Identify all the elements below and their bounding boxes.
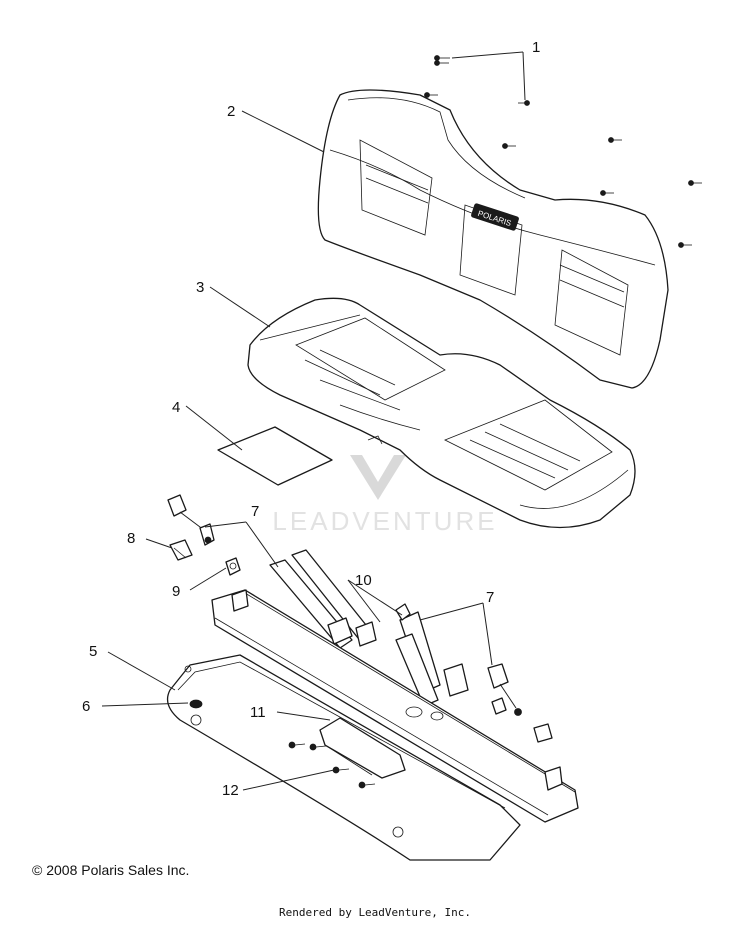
callout-3: 3 (196, 279, 204, 296)
polaris-logo-badge (471, 203, 519, 231)
seat-belt-buckle-right (487, 663, 553, 743)
nut (225, 557, 241, 576)
fasteners (288, 741, 376, 789)
seat-pad (217, 426, 333, 486)
callout-6: 6 (82, 698, 90, 715)
callout-2: 2 (227, 103, 235, 120)
bracket-edge (324, 744, 373, 776)
callout-10: 10 (355, 572, 372, 589)
callout-7-left: 7 (251, 503, 259, 520)
rendered-by-credit: Rendered by LeadVenture, Inc. (278, 906, 472, 919)
watermark-logo-icon (350, 455, 406, 500)
leadventure-watermark: LEADVENTURE (272, 455, 497, 536)
screws (424, 55, 702, 248)
callout-9: 9 (172, 583, 180, 600)
seat-frame (166, 589, 579, 861)
watermark-text: LEADVENTURE (272, 506, 497, 536)
seat-belt-buckle-left (167, 494, 215, 546)
callout-1: 1 (532, 39, 540, 56)
callout-8: 8 (127, 530, 135, 547)
callout-labels: 1 2 3 4 5 6 7 7 8 9 10 11 12 (82, 39, 540, 799)
copyright-notice: © 2008 Polaris Sales Inc. (32, 862, 190, 878)
leader-lines (101, 51, 526, 791)
callout-12: 12 (222, 782, 239, 799)
callout-4: 4 (172, 399, 180, 416)
seat-back: POLARIS (317, 89, 669, 389)
seat-bottom (247, 297, 636, 529)
bolt (169, 539, 193, 561)
seat-belt-retractors (269, 549, 469, 707)
callout-7-right: 7 (486, 589, 494, 606)
callout-5: 5 (89, 643, 97, 660)
callout-11: 11 (250, 704, 266, 721)
